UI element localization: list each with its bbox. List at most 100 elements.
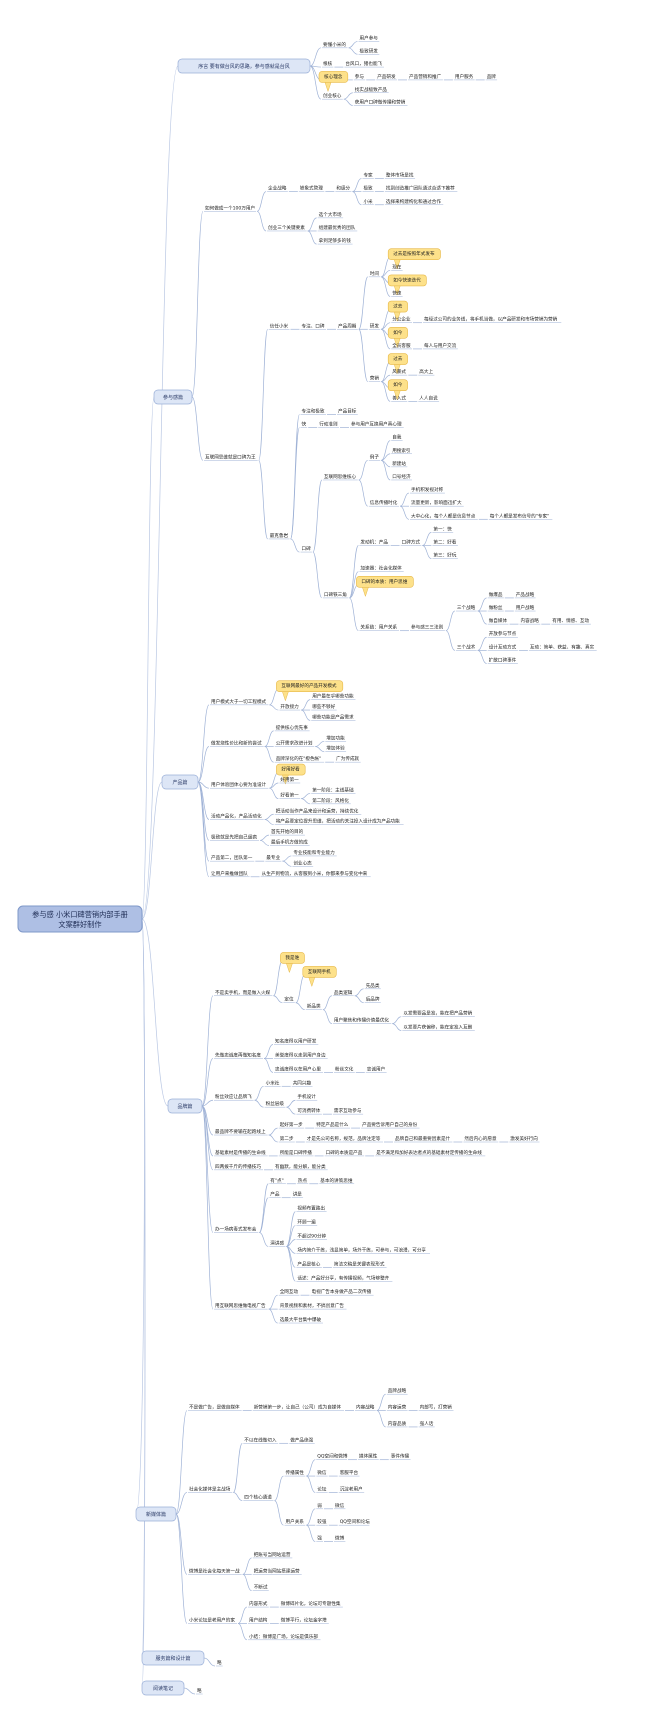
node-pr_c0[interactable]: 好用好看 xyxy=(276,763,306,785)
node-br_g3f[interactable]: 话述：产品好分享，有传播视频，气场够整齐 xyxy=(296,1274,393,1282)
node-nm_a1a1[interactable]: 品牌战略 xyxy=(386,1387,408,1395)
node-br_e1a[interactable]: 口碑的本质是产品 xyxy=(324,1149,365,1157)
node-br_c[interactable]: 粉丝效应让品牌飞 xyxy=(214,1093,254,1101)
node-y4[interactable]: 快速 xyxy=(391,290,403,297)
node-pa_b2c2b[interactable]: 加速器：社会化媒体 xyxy=(359,565,404,572)
node-br_g2[interactable]: 产品 xyxy=(269,1191,281,1198)
node-y12[interactable]: 善入式 xyxy=(391,394,408,402)
node-br_g3e1[interactable]: 简洁文稿是关键表现形式 xyxy=(332,1260,387,1268)
node-br_d[interactable]: 最品牌不要输在起跑线上 xyxy=(214,1128,268,1136)
node-pa_b2c2c[interactable]: 口碑的本质：用户思维 xyxy=(356,576,414,598)
node-pa_a1[interactable]: 企业战略 xyxy=(267,185,288,192)
node-br_d1[interactable]: 起好第一步 xyxy=(278,1121,305,1129)
node-nm_a1a2[interactable]: 内容运营 xyxy=(386,1404,408,1411)
node-y11[interactable]: 如今 xyxy=(387,379,408,401)
branch-participation[interactable]: 参与感篇 xyxy=(153,389,193,405)
node-pa_a2c[interactable]: 拿到足够多的钱 xyxy=(317,237,353,245)
node-br_b[interactable]: 先做忠诚度再做知名度 xyxy=(214,1051,263,1059)
node-y6[interactable]: 分公企业 xyxy=(391,316,412,323)
node-pr_b2[interactable]: 公开需求改进计划 xyxy=(274,740,315,747)
node-z4[interactable]: 用搜索引 xyxy=(391,447,412,455)
node-z11[interactable]: 第二：好看 xyxy=(432,539,458,546)
node-nm_d1a[interactable]: 微博碎片化，论坛可专题性集 xyxy=(279,1600,343,1608)
node-y12a[interactable]: 人人自说 xyxy=(418,394,440,402)
node-nm_b1[interactable]: 不以在线做切入 xyxy=(243,1436,279,1444)
node-br_c2a[interactable]: 手机设计 xyxy=(296,1093,318,1101)
node-br_h1a[interactable]: 电视广告本身做产品二次传播 xyxy=(310,1288,374,1296)
node-pa_s2[interactable]: 三个战术 xyxy=(455,643,477,651)
node-pr_b2a[interactable]: 增加功能 xyxy=(325,734,347,742)
node-nm_b[interactable]: 社会化媒体是主战场 xyxy=(188,1485,233,1493)
node-s1c[interactable]: 做自媒体 xyxy=(487,617,509,625)
node-br_d1a1[interactable]: 产品要告诉用户自己的身份 xyxy=(361,1121,420,1129)
node-br_g2a[interactable]: 讲是 xyxy=(291,1191,304,1198)
node-br_a1a1a[interactable]: 先品类 xyxy=(364,982,381,990)
node-pf_c1a1a[interactable]: 用户服务 xyxy=(453,73,475,81)
node-nm_b2a2[interactable]: 微信 xyxy=(316,1469,328,1477)
root-node[interactable]: 参与感 小米口碑营销内部手册 文案群好制作 xyxy=(17,905,143,933)
node-x1[interactable]: 整体市场是找 xyxy=(384,172,416,179)
node-br_a[interactable]: 不是卖手机，而是做入火媒 xyxy=(214,989,273,997)
node-pa_b[interactable]: 互联网思维就是口碑为王 xyxy=(204,453,258,461)
node-pr_g[interactable]: 让用户来推做团队 xyxy=(210,870,250,878)
node-pr_a1[interactable]: 开放接力 xyxy=(279,703,301,711)
node-nm_b1a[interactable]: 做产品绝强 xyxy=(289,1436,315,1444)
node-nm_b2a3[interactable]: 论坛 xyxy=(316,1485,328,1493)
node-pr_a1b[interactable]: 哪些不够好 xyxy=(311,703,337,711)
node-pf_d[interactable]: 创业核心 xyxy=(322,92,343,100)
node-nt_a[interactable]: 略 xyxy=(196,1687,203,1695)
node-pf_c1[interactable]: 参与 xyxy=(353,73,366,81)
node-pa_b2b1[interactable]: 行动准则 xyxy=(318,421,339,428)
node-s2a[interactable]: 开放参与节点 xyxy=(487,630,518,638)
node-br_g3e[interactable]: 产品是核心 xyxy=(296,1260,322,1268)
node-pr_c1[interactable]: 好用第一 xyxy=(279,776,301,784)
node-pa_a2b[interactable]: 组建最优秀的团队 xyxy=(317,224,358,232)
node-z9a[interactable]: 每个人都是发布信号的"专家" xyxy=(488,512,553,520)
node-pr_d[interactable]: 活动产品化，产品活动化 xyxy=(210,812,264,820)
node-pr_a1a[interactable]: 用户最在乎哪些功能 xyxy=(311,693,356,700)
node-br_a1a2b[interactable]: 以发要片获偏移，能在定准入互删 xyxy=(402,1024,475,1031)
node-pf_d1[interactable]: 找实战极致产品 xyxy=(353,86,389,93)
node-pa_b1a1b[interactable]: 研发 xyxy=(368,322,381,330)
node-pr_d2[interactable]: 将产品要定位提升思维，把活动的关注投入设计成为产品功能 xyxy=(274,818,404,825)
node-pr_a1c[interactable]: 哪些功能是产品需求 xyxy=(311,713,356,721)
node-nm_a1a2a[interactable]: 内部写，打营销 xyxy=(418,1404,454,1411)
node-sv_a[interactable]: 略 xyxy=(216,1659,223,1667)
node-nm_a1a3a[interactable]: 强人话 xyxy=(418,1420,435,1428)
node-br_g3[interactable]: 演讲感 xyxy=(269,1239,286,1247)
node-nm_b2b2[interactable]: 较强 xyxy=(316,1518,328,1526)
branch-brand[interactable]: 品牌篇 xyxy=(167,1098,203,1114)
node-pa_b2c2d[interactable]: 关系链：用户关系 xyxy=(359,624,399,631)
node-br_a1a2[interactable]: 用户聚焦和传播价值最优化 xyxy=(332,1017,392,1024)
node-z6[interactable]: 口号经济 xyxy=(391,473,412,481)
node-pf_c1a1[interactable]: 产品营销和推广 xyxy=(408,73,443,81)
node-br_h2[interactable]: 背景视频和素材，不搞创意广告 xyxy=(278,1302,347,1310)
node-pr_a[interactable]: 用户模式大于一切工程模式 xyxy=(210,698,269,706)
node-x3[interactable]: 选择来构建构化和通过合作 xyxy=(384,198,444,206)
node-z10[interactable]: 第一：快 xyxy=(432,525,454,533)
node-br_a1a1[interactable]: 品类逻辑 xyxy=(332,989,354,997)
node-s1b[interactable]: 做粉丝 xyxy=(487,604,504,612)
node-pf_a1[interactable]: 用户参与 xyxy=(358,34,380,42)
node-pa_a2[interactable]: 创业三个关键要素 xyxy=(267,224,307,232)
node-y2[interactable]: 现在 xyxy=(391,263,403,271)
node-pr_b[interactable]: 做发烧性价比和新的尝试 xyxy=(210,740,264,747)
node-z1[interactable]: 产品目标 xyxy=(337,407,358,415)
node-br_a1c[interactable]: 互联网手机 xyxy=(302,966,337,988)
node-br_b3[interactable]: 忠诚度得以在用户心里 xyxy=(274,1065,323,1073)
node-br_d2a1[interactable]: 品牌自己和最重要因素是什 xyxy=(394,1135,453,1143)
node-pr_f[interactable]: 产品第二，团队第一 xyxy=(210,854,255,862)
node-br_g1[interactable]: 有"点" xyxy=(269,1177,286,1185)
node-nm_b2a2a[interactable]: 客服平台 xyxy=(338,1469,360,1477)
node-pr_b3[interactable]: 品牌深化的在"橙色帐" xyxy=(274,755,325,763)
node-pf_b[interactable]: 根核 xyxy=(322,60,334,68)
node-pa_b2c[interactable]: 口碑 xyxy=(300,545,312,553)
node-br_a1a1b[interactable]: 后品牌 xyxy=(364,996,381,1003)
node-nm_d3[interactable]: 小结：微博是广场，论坛是俱乐部 xyxy=(248,1633,321,1641)
branch-notes[interactable]: 阅读笔记 xyxy=(141,1680,185,1696)
node-br_a1[interactable]: 定位 xyxy=(283,996,295,1003)
node-pa_b2a[interactable]: 专注和极致 xyxy=(300,407,327,415)
node-pa_a2a[interactable]: 选个大市场 xyxy=(317,211,344,219)
node-br_c1[interactable]: 小米社 xyxy=(264,1079,281,1087)
node-nm_a1a[interactable]: 内容战略 xyxy=(355,1404,376,1411)
